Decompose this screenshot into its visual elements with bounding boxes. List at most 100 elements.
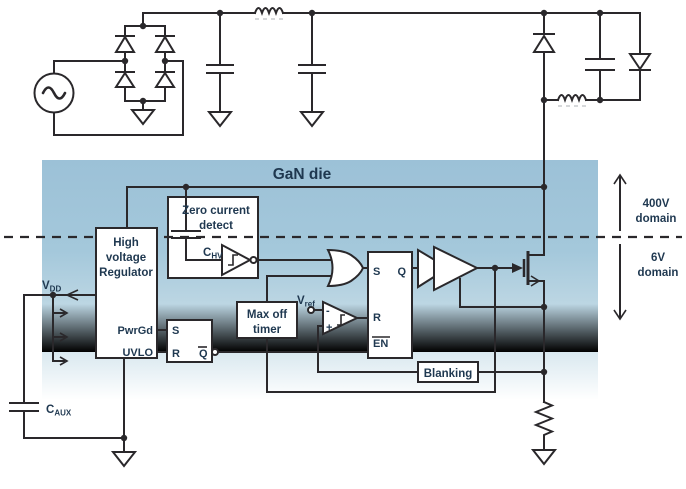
junction-dot — [540, 183, 548, 191]
diode-icon — [628, 53, 652, 71]
junction-dot — [491, 264, 499, 272]
arrow-up-icon — [613, 173, 627, 185]
junction-dot — [182, 183, 190, 191]
lv-domain-label: domain — [638, 267, 679, 279]
latch-en-label: EN — [373, 338, 388, 350]
junction-dot — [540, 96, 548, 104]
ground-icon — [298, 111, 326, 128]
vref-comparator: - + Vref — [297, 295, 419, 373]
ground-icon — [530, 449, 558, 466]
driver-return-wire — [459, 278, 545, 308]
vdd-distribution — [52, 294, 65, 362]
latch-box — [166, 319, 213, 363]
regulator-label: voltage — [106, 252, 146, 264]
junction-dot — [139, 97, 147, 105]
high-voltage-regulator-block: High voltage Regulator PwrGd UVLO — [95, 227, 158, 359]
caux-label: CAUX — [46, 404, 72, 418]
wire — [126, 186, 545, 229]
junction-dot — [540, 368, 548, 376]
ground-icon — [110, 451, 138, 468]
wire — [266, 337, 496, 393]
schmitt-inverter-icon — [221, 243, 253, 277]
bridge-rectifier — [114, 12, 176, 126]
blanking-block: Blanking — [417, 361, 545, 383]
driver-triangle-icon — [433, 245, 480, 292]
hysteresis-icon — [337, 314, 345, 326]
gan-fet — [522, 251, 545, 403]
or-gate-icon — [326, 248, 365, 288]
uvlo-pin-label: UVLO — [122, 347, 153, 359]
inductor-icon — [556, 94, 588, 104]
latch-box — [367, 251, 413, 359]
diode-icon — [154, 71, 176, 88]
latch-r-label: R — [373, 312, 381, 324]
wire — [156, 329, 168, 353]
arrow-right-icon — [512, 263, 523, 273]
wire — [266, 275, 332, 303]
inverter-bubble-icon — [249, 256, 258, 264]
regulator-box — [95, 227, 158, 359]
minus-label: - — [326, 305, 330, 317]
caux-capacitor — [9, 294, 125, 439]
junction-dot — [49, 291, 57, 299]
timer-label: timer — [253, 324, 282, 336]
die-internal-wires — [9, 186, 545, 468]
sine-wave-icon — [41, 86, 67, 100]
hysteresis-icon — [228, 254, 238, 266]
diode-icon — [114, 35, 136, 53]
junction-dot — [308, 9, 316, 17]
junction-dot — [596, 96, 604, 104]
output-stage — [532, 12, 652, 256]
hv-domain-label: domain — [636, 213, 677, 225]
diode-icon — [114, 71, 136, 88]
arrow-left-icon — [65, 289, 79, 301]
fet-source — [527, 280, 545, 403]
chv-capacitor — [171, 186, 223, 261]
latch-s-label: S — [373, 266, 380, 278]
sr-latch-pwrgd: S R Q — [156, 319, 369, 363]
junction-dot — [540, 303, 548, 311]
comparator-icon — [322, 300, 360, 336]
capacitor-icon — [585, 12, 615, 101]
junction-dot — [161, 57, 169, 65]
latch-s-label: S — [172, 325, 179, 337]
diode-icon — [532, 34, 556, 53]
diode-icon — [154, 35, 176, 53]
cs-feedback-wire — [317, 325, 419, 373]
zcd-internals: Zero current detect CHV — [171, 186, 332, 277]
ground-icon — [129, 109, 157, 126]
main-latch: S Q R EN — [367, 251, 413, 359]
fet-source-arrow-icon — [530, 275, 541, 287]
pwrgd-pin-label: PwrGd — [118, 325, 153, 337]
or-gate — [326, 248, 369, 288]
chv-label: CHV — [203, 247, 223, 261]
domain-annotations: 400V domain 6V domain — [613, 173, 679, 321]
regulator-label: Regulator — [99, 267, 153, 279]
junction-dot — [120, 434, 128, 442]
die-title: GaN die — [273, 166, 332, 183]
capacitor-icon — [206, 12, 234, 113]
dc-bus — [142, 7, 641, 128]
lv-domain-label: 6V — [651, 252, 665, 264]
wire — [533, 12, 555, 101]
timer-label: Max off — [247, 309, 287, 321]
max-off-timer-block: Max off timer — [236, 275, 496, 393]
junction-dot — [139, 22, 147, 30]
arrow-down-icon — [613, 309, 627, 321]
plus-label: + — [326, 322, 332, 334]
zcd-label: Zero current — [182, 205, 250, 217]
inductor-icon — [253, 7, 285, 17]
vdd-label: VDD — [42, 280, 61, 294]
ground-icon — [206, 111, 234, 128]
latch-qbar-label: Q — [199, 348, 208, 360]
wire — [53, 60, 126, 75]
arrow-right-icon — [59, 308, 69, 366]
sense-resistor — [530, 400, 558, 466]
ac-input-stage — [33, 60, 184, 136]
blanking-label: Blanking — [424, 368, 473, 380]
zcd-label: detect — [199, 220, 233, 232]
hv-domain-label: 400V — [643, 198, 670, 210]
regulator-label: High — [113, 237, 139, 249]
